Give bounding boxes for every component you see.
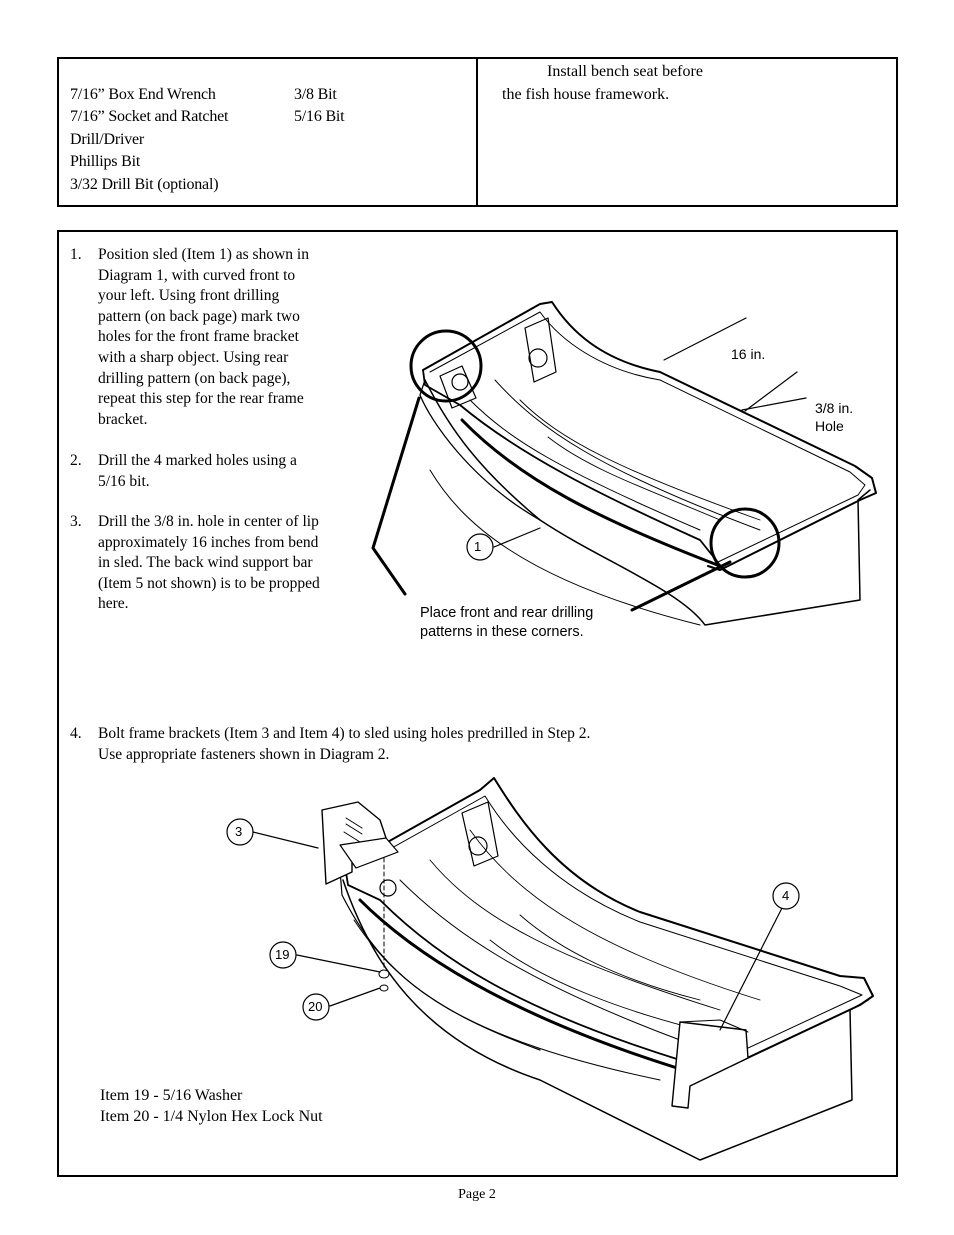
tool-item: 5/16 Bit [294, 108, 345, 125]
item-4-label: 4 [782, 888, 790, 903]
tool-item: 3/8 Bit [294, 86, 337, 103]
tool-item: Drill/Driver [70, 131, 145, 148]
tool-item: 3/32 Drill Bit (optional) [70, 176, 219, 193]
legend-item-20: Item 20 - 1/4 Nylon Hex Lock Nut [100, 1108, 323, 1125]
item-20-label: 20 [308, 999, 323, 1014]
hole-label: Hole [815, 418, 844, 434]
step-text: Bolt frame brackets (Item 3 and Item 4) … [98, 725, 591, 742]
page-number: Page 2 [458, 1187, 496, 1202]
tools-divider [476, 59, 478, 205]
tool-item: Phillips Bit [70, 153, 141, 170]
hole-label: 3/8 in. [815, 400, 854, 416]
callout-line: Place front and rear drilling [420, 605, 594, 621]
legend-item-19: Item 19 - 5/16 Washer [100, 1087, 243, 1104]
item-4-label-circle [772, 882, 800, 910]
step-number: 4. [70, 725, 82, 742]
callout-line: patterns in these corners. [420, 624, 584, 640]
step-number: 1. [70, 246, 82, 263]
item-1-label: 1 [474, 539, 482, 554]
item-1-label-circle [466, 533, 494, 561]
tools-box [57, 57, 898, 207]
rear-bracket [671, 1021, 749, 1109]
tool-item: 7/16” Socket and Ratchet [70, 108, 229, 125]
item-20-label-circle [302, 993, 330, 1021]
item-3-label: 3 [235, 824, 243, 839]
item-19-label-circle [269, 941, 297, 969]
step-number: 3. [70, 513, 82, 530]
tool-item: 7/16” Box End Wrench [70, 86, 216, 103]
instructions-box [57, 230, 898, 1177]
step-text: Drill the 3/8 in. hole in center of lip … [98, 513, 320, 613]
step-text: Use appropriate fasteners shown in Diagr… [98, 746, 390, 763]
item-3-label-circle [226, 818, 254, 846]
note-line: the fish house framework. [502, 86, 670, 103]
sled-hull-outline [424, 379, 871, 626]
note-line: Install bench seat before [547, 63, 703, 80]
step-text: Drill the 4 marked holes using a 5/16 bi… [98, 452, 297, 490]
step-text: Position sled (Item 1) as shown in Diagr… [98, 246, 309, 428]
item-19-label: 19 [275, 947, 290, 962]
step-number: 2. [70, 452, 82, 469]
measure-16-in: 16 in. [731, 346, 766, 362]
